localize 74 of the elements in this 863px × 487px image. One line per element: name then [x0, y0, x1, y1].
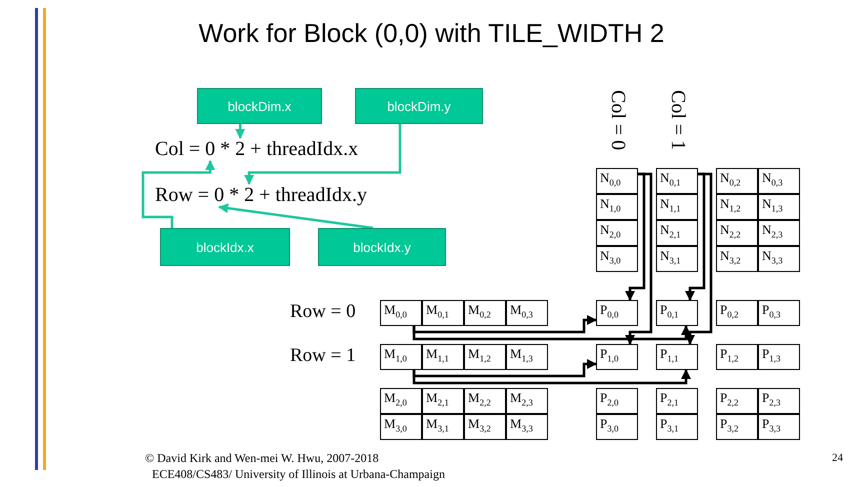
- matrix-cell: N$_{3,2}$: [716, 246, 758, 272]
- arrow: [685, 172, 712, 345]
- matrix-cell: M$_{2,3}$: [506, 388, 548, 414]
- matrix-cell: N$_{1,2}$: [716, 194, 758, 220]
- formula-text: Col = 0 * 2 + threadIdx.x: [155, 138, 358, 161]
- matrix-cell: P$_{0,1}$: [656, 300, 698, 326]
- arrow: [412, 325, 691, 340]
- matrix-cell: P$_{3,0}$: [596, 414, 638, 440]
- matrix-cell: M$_{0,2}$: [464, 300, 506, 326]
- matrix-cell: N$_{0,2}$: [716, 168, 758, 194]
- arrow: [412, 369, 691, 384]
- row-label: Row = 0: [290, 301, 356, 323]
- arrow: [625, 172, 646, 301]
- arrow: [412, 359, 597, 378]
- footer-text: ECE408/CS483/ University of Illinois at Urbana-Champaign: [152, 467, 445, 482]
- row-label: Row = 1: [290, 345, 356, 367]
- matrix-cell: M$_{0,0}$: [380, 300, 422, 326]
- arrow: [142, 160, 216, 228]
- matrix-cell: N$_{3,1}$: [656, 246, 698, 272]
- arrow: [244, 124, 402, 185]
- matrix-cell: N$_{2,0}$: [596, 220, 638, 246]
- matrix-cell: P$_{1,3}$: [758, 344, 800, 370]
- matrix-cell: M$_{0,1}$: [422, 300, 464, 326]
- matrix-cell: P$_{2,1}$: [656, 388, 698, 414]
- matrix-cell: P$_{1,2}$: [716, 344, 758, 370]
- variable-box: blockDim.x: [197, 88, 322, 124]
- matrix-cell: M$_{2,1}$: [422, 388, 464, 414]
- matrix-cell: P$_{2,0}$: [596, 388, 638, 414]
- matrix-cell: N$_{1,1}$: [656, 194, 698, 220]
- matrix-cell: P$_{3,3}$: [758, 414, 800, 440]
- variable-box: blockIdx.y: [318, 228, 446, 266]
- matrix-cell: N$_{3,3}$: [758, 246, 800, 272]
- matrix-cell: P$_{0,3}$: [758, 300, 800, 326]
- matrix-cell: M$_{1,3}$: [506, 344, 548, 370]
- variable-box: blockIdx.x: [160, 228, 290, 266]
- matrix-cell: N$_{3,0}$: [596, 246, 638, 272]
- variable-box: blockDim.y: [355, 88, 483, 124]
- arrow: [412, 315, 597, 334]
- arrow: [218, 203, 374, 230]
- matrix-cell: P$_{0,2}$: [716, 300, 758, 326]
- arrow: [685, 172, 706, 301]
- matrix-cell: N$_{1,3}$: [758, 194, 800, 220]
- matrix-cell: N$_{2,1}$: [656, 220, 698, 246]
- matrix-cell: N$_{2,3}$: [758, 220, 800, 246]
- slide-title: Work for Block (0,0) with TILE_WIDTH 2: [198, 18, 666, 49]
- column-label: Col = 0: [606, 90, 629, 150]
- arrow: [235, 124, 246, 139]
- matrix-cell: M$_{0,3}$: [506, 300, 548, 326]
- matrix-cell: P$_{2,3}$: [758, 388, 800, 414]
- matrix-cell: M$_{1,1}$: [422, 344, 464, 370]
- matrix-cell: N$_{0,0}$: [596, 168, 638, 194]
- matrix-cell: N$_{0,3}$: [758, 168, 800, 194]
- matrix-cell: P$_{1,0}$: [596, 344, 638, 370]
- matrix-cell: P$_{0,0}$: [596, 300, 638, 326]
- matrix-cell: N$_{0,1}$: [656, 168, 698, 194]
- matrix-cell: P$_{2,2}$: [716, 388, 758, 414]
- matrix-cell: M$_{3,1}$: [422, 414, 464, 440]
- matrix-cell: M$_{2,2}$: [464, 388, 506, 414]
- matrix-cell: P$_{3,2}$: [716, 414, 758, 440]
- matrix-cell: P$_{3,1}$: [656, 414, 698, 440]
- page-number: 24: [832, 452, 843, 464]
- matrix-cell: M$_{3,3}$: [506, 414, 548, 440]
- formula-text: Row = 0 * 2 + threadIdx.y: [155, 184, 367, 207]
- arrow: [625, 172, 652, 345]
- matrix-cell: M$_{3,2}$: [464, 414, 506, 440]
- matrix-cell: N$_{1,0}$: [596, 194, 638, 220]
- matrix-cell: M$_{1,2}$: [464, 344, 506, 370]
- matrix-cell: M$_{3,0}$: [380, 414, 422, 440]
- matrix-cell: M$_{2,0}$: [380, 388, 422, 414]
- column-label: Col = 1: [666, 90, 689, 150]
- matrix-cell: M$_{1,0}$: [380, 344, 422, 370]
- matrix-cell: N$_{2,2}$: [716, 220, 758, 246]
- matrix-cell: P$_{1,1}$: [656, 344, 698, 370]
- footer-text: © David Kirk and Wen-mei W. Hwu, 2007-2018: [145, 451, 379, 466]
